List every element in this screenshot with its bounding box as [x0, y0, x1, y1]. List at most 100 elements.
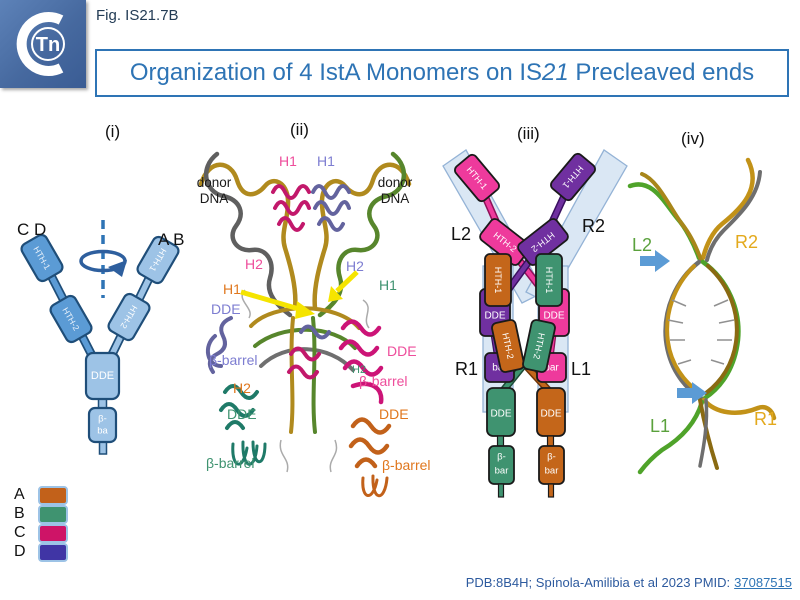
donor-dna-left-arm: [198, 151, 298, 318]
hth1-box-b: HTH-1: [535, 253, 563, 307]
svg-text:bar: bar: [544, 363, 559, 374]
legend-label-a: A: [14, 486, 25, 503]
beta-barrel-label-d: β-barrel: [209, 352, 258, 368]
rotation-arrowhead: [108, 260, 127, 277]
h1-label-d: H1: [317, 153, 335, 169]
logo-c-icon: Tn: [16, 12, 65, 76]
r2-end-label: R2: [582, 216, 606, 236]
legend-chip-d: [38, 542, 68, 562]
l1-end-label: L1: [571, 359, 592, 379]
hth1-box-left: HTH-1: [20, 233, 64, 283]
hth1-box-c: HTH-1: [454, 153, 500, 203]
hth1-box-d: HTH-1: [550, 152, 596, 202]
logo-c-arc: [16, 12, 64, 76]
beta-barrel-label-c: β-barrel: [359, 373, 408, 389]
h1-helix-monomer-c: [271, 184, 311, 232]
legend-chip-b: [38, 504, 68, 524]
legend-row-a: A: [14, 485, 68, 505]
bottom-stem-a: [547, 483, 555, 498]
panel-iv-label: (iv): [681, 129, 705, 148]
r1-end-label: R1: [455, 359, 479, 379]
legend-chip-c: [38, 523, 68, 543]
svg-text:DDE: DDE: [484, 311, 505, 322]
legend-chip-a: [38, 485, 68, 505]
beta-barrel-label-a: β-barrel: [382, 457, 431, 473]
dna-strands: [627, 157, 777, 475]
svg-text:DDE: DDE: [490, 409, 511, 420]
legend-label-d: D: [14, 543, 26, 560]
svg-text:HTH-1: HTH-1: [544, 267, 554, 294]
legend-label-c: C: [14, 524, 26, 541]
panel-ii-label: (ii): [290, 120, 309, 139]
h2-label-a: H2: [233, 380, 251, 396]
h2-label-b: H2: [352, 364, 367, 376]
dde-box-a: DDE: [536, 387, 566, 437]
citation: PDB:8B4H; Spínola-Amilibia et al 2023 PM…: [380, 575, 792, 590]
stem-b: [496, 435, 505, 447]
panel-ii-structure: [198, 151, 412, 498]
yellow-arrow-left: [240, 289, 315, 319]
legend-label-b: B: [14, 505, 25, 522]
yellow-arrow-right: [328, 270, 359, 302]
dde-box: [84, 351, 121, 401]
h1-label-b: H1: [379, 277, 397, 293]
citation-text: PDB:8B4H; Spínola-Amilibia et al 2023 PM…: [465, 575, 731, 590]
svg-text:HTH-1: HTH-1: [493, 267, 503, 294]
logo-tn-circle: [31, 27, 65, 61]
bottom-stem-b: [497, 483, 505, 498]
dde-label-c: DDE: [387, 343, 417, 359]
beta-barrel-label-b: β-barrel: [206, 455, 255, 471]
h1-helix-monomer-d: [311, 184, 351, 232]
blue-arrow-top: [640, 250, 670, 272]
h2-label-d: H2: [346, 258, 364, 274]
hth2-box-b: HTH-2: [522, 319, 556, 373]
panel-iii-schematic: HTH-1 HTH-1 HTH-2 HTH-2 DDE DDE HTH-1 HT…: [442, 149, 628, 498]
svg-text:β-: β-: [547, 452, 556, 463]
h1-label-a: H1: [223, 281, 241, 297]
hth1-box-a: HTH-1: [484, 253, 512, 307]
beta-bar-box-b: β- bar: [488, 445, 515, 485]
blue-arrow-bottom: [677, 382, 707, 404]
pmid-link[interactable]: 37087515: [734, 575, 792, 590]
panel-iii-label: (iii): [517, 124, 540, 143]
svg-text:β-: β-: [497, 452, 506, 463]
legend-row-c: C: [14, 523, 68, 543]
monomer-pair-cd-label: C D: [17, 220, 47, 239]
coil-loops: [241, 289, 370, 473]
dde-box-label: DDE: [91, 370, 114, 382]
hth2-box-a: HTH-2: [491, 319, 525, 373]
hth1-box-right: HTH-1: [136, 235, 180, 285]
l2-dna-label: L2: [632, 235, 653, 255]
beta-bar-box-a: β- bar: [538, 445, 565, 485]
dde-label-a: DDE: [379, 406, 409, 422]
hth2-box-d: HTH-2: [517, 218, 569, 266]
legend-row-b: B: [14, 504, 68, 524]
monomer-pair-ab-label: A B: [158, 230, 185, 249]
svg-text:ba: ba: [97, 426, 108, 437]
beta-barrel-box: [87, 406, 118, 444]
donor-dna-right-arm: [312, 151, 412, 318]
h2-helix-monomer-c: [287, 346, 321, 380]
h2-helix-monomer-d: [299, 324, 331, 340]
panel-i-label: (i): [105, 122, 121, 141]
dde-label-d: DDE: [211, 301, 241, 317]
dde-label-b: DDE: [227, 406, 257, 422]
panel-i-schematic: HTH-1 HTH-2 HTH-1 HTH-2 DDE β- ba: [20, 220, 180, 455]
svg-text:bar: bar: [495, 466, 509, 477]
monomer-color-legend: A B C D: [14, 485, 68, 562]
dde-lobe-monomer-c: [338, 319, 384, 405]
base-pair-ticks: [667, 299, 735, 365]
legend-row-d: D: [14, 542, 68, 562]
figure-number-label: Fig. IS21.7B: [96, 7, 179, 24]
hth2-box-left: HTH-2: [49, 294, 93, 344]
hth2-box-c: HTH-2: [479, 218, 531, 266]
tn-center-logo: Tn: [0, 0, 86, 88]
l2-end-label: L2: [451, 224, 472, 244]
logo-tn-text: Tn: [36, 34, 60, 56]
title-box: Organization of 4 IstA Monomers on IS21 …: [95, 49, 789, 97]
dde-lobe-monomer-d: [205, 316, 233, 374]
svg-text:bar: bar: [545, 466, 559, 477]
h1-label-c: H1: [279, 153, 297, 169]
